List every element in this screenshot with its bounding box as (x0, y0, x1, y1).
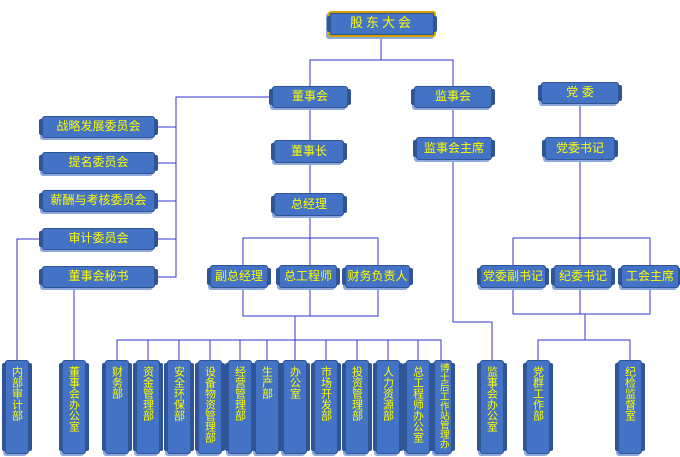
production-dept-node: 生产部 (252, 360, 282, 454)
compensation-committee-node: 薪酬与考核委员会 (39, 190, 158, 212)
discipline-secretary-node: 纪委书记 (551, 265, 615, 288)
node-label: 办公室 (288, 366, 302, 399)
board-office-node: 董事会办公室 (59, 360, 89, 454)
supervisory-office-node: 监事会办公室 (477, 360, 507, 454)
node-label: 董事会 (291, 89, 328, 104)
nomination-committee-node: 提名委员会 (39, 152, 158, 174)
node-label: 监事会办公室 (485, 366, 499, 432)
strategy-committee-node: 战略发展委员会 (39, 116, 158, 138)
general-manager-node: 总经理 (271, 193, 347, 216)
node-label: 董事会办公室 (67, 366, 81, 432)
node-label: 安全环保部 (172, 366, 186, 421)
market-dept-node: 市场开发部 (311, 360, 341, 454)
supervisory-chair-node: 监事会主席 (413, 137, 495, 160)
vice-gm-node: 副总经理 (207, 265, 271, 288)
node-label: 设备物资管理部 (203, 366, 217, 443)
union-chair-node: 工会主席 (618, 265, 680, 288)
node-label: 工会主席 (625, 268, 674, 283)
node-label: 副总经理 (214, 268, 263, 283)
node-label: 监事会主席 (423, 140, 484, 155)
node-label: 党 委 (566, 85, 594, 100)
node-label: 提名委员会 (68, 155, 129, 170)
safety-dept-node: 安全环保部 (164, 360, 194, 454)
postdoc-station-node: 博士后工作站管理办 (431, 360, 455, 454)
node-label: 财务部 (110, 366, 124, 399)
hr-dept-node: 人力资源部 (373, 360, 403, 454)
audit-committee-node: 审计委员会 (39, 228, 158, 250)
operation-dept-node: 经营管理部 (225, 360, 255, 454)
node-label: 纪检监督室 (623, 366, 637, 421)
chief-engineer-office-node: 总工程师办公室 (403, 360, 433, 454)
node-label: 党委书记 (555, 140, 604, 155)
internal-audit-dept-node: 内部审计部 (2, 360, 32, 454)
node-label: 董事长 (290, 143, 327, 158)
party-committee-node: 党 委 (538, 82, 622, 104)
board-secretary-node: 董事会秘书 (39, 266, 158, 288)
node-label: 总工程师 (283, 268, 332, 283)
discipline-office-node: 纪检监督室 (615, 360, 645, 454)
node-label: 战略发展委员会 (56, 119, 141, 134)
chairman-node: 董事长 (271, 140, 347, 163)
node-label: 财务负责人 (347, 268, 408, 283)
node-label: 资金管理部 (141, 366, 155, 421)
investment-dept-node: 投资管理部 (342, 360, 372, 454)
node-label: 总经理 (290, 196, 327, 211)
finance-dept-node: 财务部 (102, 360, 132, 454)
node-label: 薪酬与考核委员会 (50, 193, 147, 208)
node-label: 党委副书记 (482, 268, 543, 283)
chief-engineer-node: 总工程师 (276, 265, 340, 288)
node-label: 人力资源部 (381, 366, 395, 421)
node-label: 股东大会 (349, 15, 414, 31)
board-node: 董事会 (269, 86, 351, 108)
node-label: 党群工作部 (531, 366, 545, 421)
node-label: 市场开发部 (319, 366, 333, 421)
equipment-dept-node: 设备物资管理部 (195, 360, 225, 454)
party-deputy-secretary-node: 党委副书记 (477, 265, 549, 288)
capital-dept-node: 资金管理部 (133, 360, 163, 454)
node-label: 投资管理部 (350, 366, 364, 421)
shareholders-meeting-node: 股东大会 (327, 11, 437, 37)
node-label: 经营管理部 (233, 366, 247, 421)
office-node: 办公室 (280, 360, 310, 454)
node-label: 生产部 (260, 366, 274, 399)
node-label: 监事会 (434, 89, 471, 104)
cfo-node: 财务负责人 (342, 265, 413, 288)
node-label: 博士后工作站管理办 (437, 363, 449, 449)
node-label: 审计委员会 (68, 231, 129, 246)
node-label: 纪委书记 (558, 268, 607, 283)
node-label: 总工程师办公室 (411, 366, 425, 443)
node-label: 董事会秘书 (68, 269, 129, 284)
party-work-dept-node: 党群工作部 (523, 360, 553, 454)
supervisory-board-node: 监事会 (411, 86, 495, 108)
node-label: 内部审计部 (10, 366, 24, 421)
party-secretary-node: 党委书记 (542, 137, 618, 160)
